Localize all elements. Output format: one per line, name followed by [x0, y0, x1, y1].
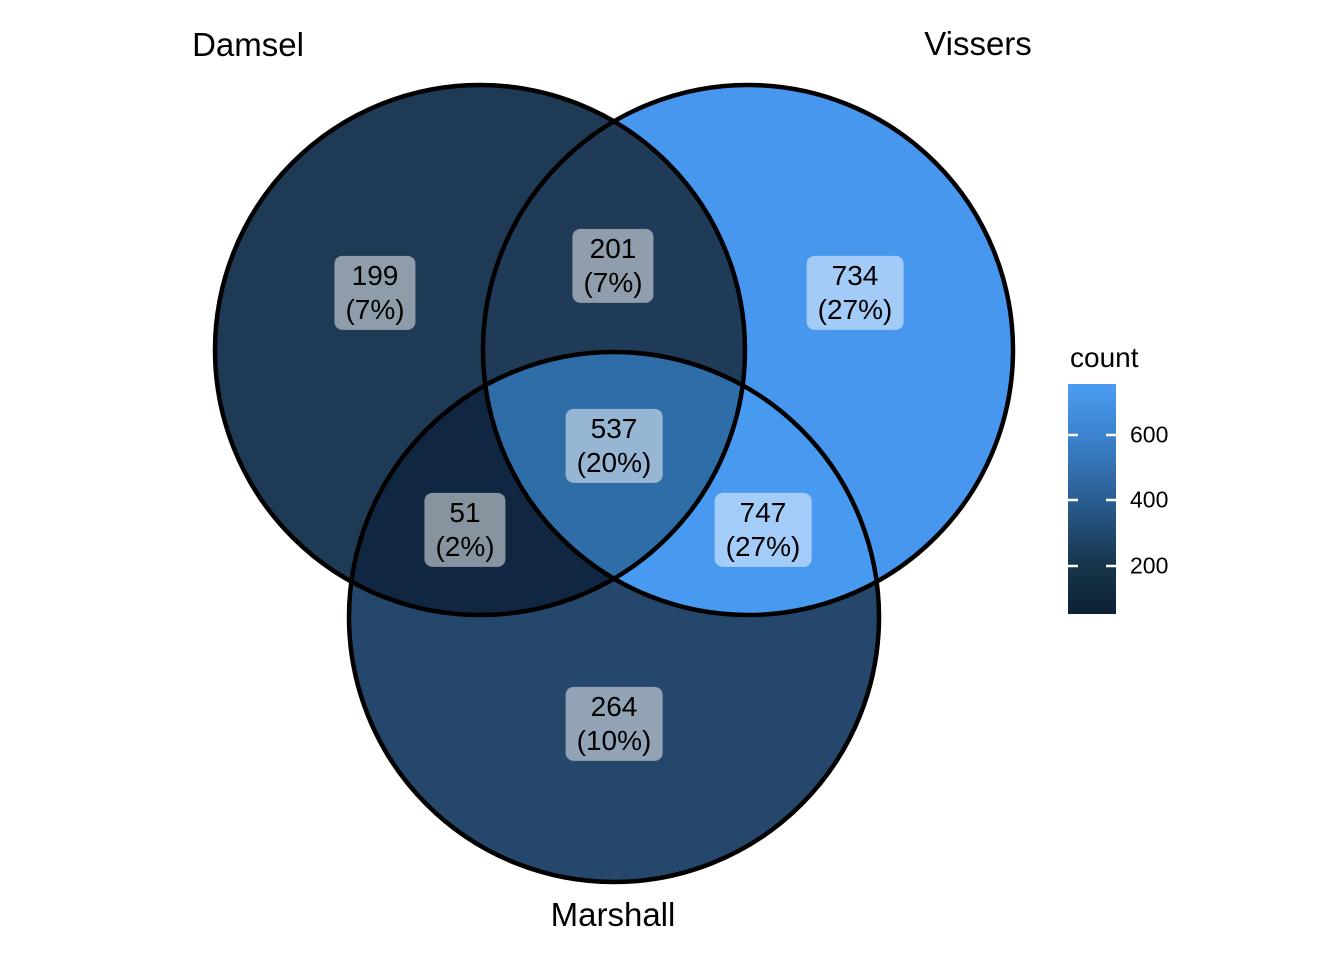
- set-label-marshall: Marshall: [550, 896, 676, 933]
- legend-tick-200: 200: [1130, 552, 1169, 579]
- region-count: 747: [739, 496, 787, 528]
- legend-tick-600: 600: [1130, 421, 1169, 448]
- region-count: 201: [589, 232, 637, 264]
- region-percent: (7%): [583, 267, 643, 298]
- set-label-vissers: Vissers: [924, 25, 1032, 62]
- region-count: 537: [590, 412, 638, 444]
- legend-tick-marks: [1068, 433, 1116, 568]
- legend-tick-400: 400: [1130, 486, 1169, 513]
- region-label-center-all-three: 537 (20%): [565, 408, 663, 484]
- region-percent: (27%): [725, 531, 801, 562]
- region-percent: (7%): [345, 294, 405, 325]
- region-label-damsel-only: 199 (7%): [334, 255, 416, 331]
- region-percent: (27%): [817, 294, 893, 325]
- vissers-circle-outline: [480, 82, 1016, 618]
- region-percent: (20%): [576, 447, 652, 478]
- region-count: 51: [449, 496, 481, 528]
- region-label-damsel-vissers: 201 (7%): [572, 228, 654, 304]
- region-label-marshall-only: 264 (10%): [565, 686, 663, 762]
- region-count: 199: [351, 259, 399, 291]
- region-label-vissers-only: 734 (27%): [806, 255, 904, 331]
- region-percent: (10%): [576, 725, 652, 756]
- region-count: 734: [831, 259, 879, 291]
- region-label-damsel-marshall: 51 (2%): [424, 492, 506, 568]
- region-percent: (2%): [435, 531, 495, 562]
- region-count: 264: [590, 690, 638, 722]
- region-label-vissers-marshall: 747 (27%): [714, 492, 812, 568]
- set-label-damsel: Damsel: [192, 26, 304, 63]
- legend-title: count: [1070, 342, 1139, 373]
- marshall-circle-outline: [346, 349, 882, 885]
- damsel-circle-outline: [212, 82, 748, 618]
